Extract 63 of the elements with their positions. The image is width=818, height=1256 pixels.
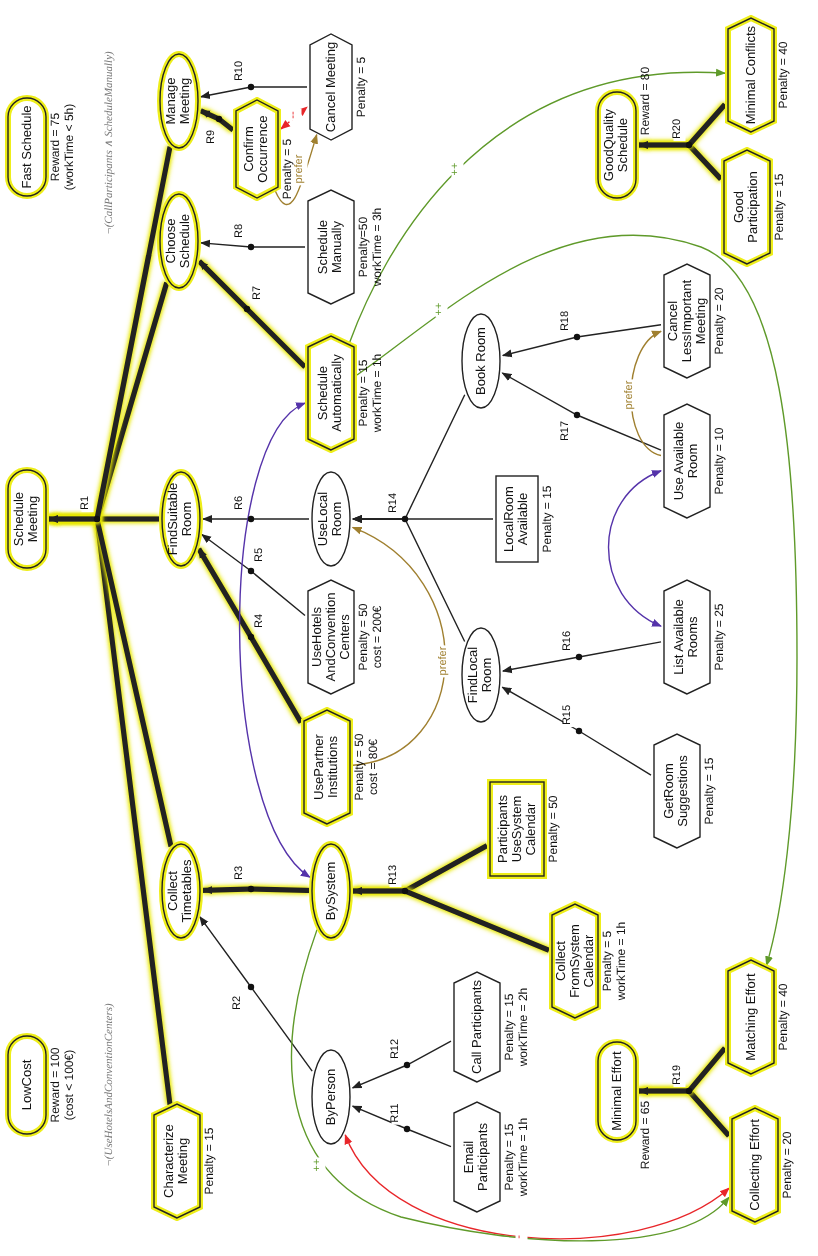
goal-ellipse bbox=[308, 468, 352, 568]
arrow bbox=[200, 532, 305, 616]
task-hexagon bbox=[306, 30, 354, 142]
softgoal-capsule bbox=[594, 1038, 638, 1142]
arrow bbox=[237, 401, 310, 877]
task-hexagon bbox=[304, 186, 356, 306]
arrow bbox=[355, 233, 797, 966]
task-hexagon bbox=[304, 576, 356, 696]
arrow bbox=[606, 469, 661, 626]
task-hexagon bbox=[450, 1098, 502, 1214]
arrow bbox=[47, 145, 172, 522]
arrow bbox=[347, 68, 725, 343]
arrow bbox=[350, 525, 445, 765]
arrow bbox=[637, 101, 726, 148]
softgoal-capsule bbox=[4, 94, 48, 198]
task-hexagon bbox=[720, 146, 772, 266]
task-hexagon bbox=[304, 332, 356, 452]
arrow bbox=[351, 393, 465, 522]
arrow bbox=[350, 1104, 451, 1147]
arrow bbox=[500, 640, 661, 673]
arrow bbox=[198, 915, 312, 1071]
task-hexagon bbox=[660, 576, 712, 696]
task-hexagon bbox=[650, 730, 702, 850]
task-hexagon bbox=[724, 14, 776, 134]
arrow bbox=[279, 105, 307, 129]
arrow bbox=[195, 546, 303, 723]
goal-ellipse bbox=[156, 190, 200, 290]
arrow bbox=[500, 371, 661, 450]
task-hexagon bbox=[728, 1104, 780, 1224]
goal-ellipse bbox=[308, 1046, 352, 1146]
arrow bbox=[500, 685, 651, 775]
arrow bbox=[290, 927, 729, 1241]
arrow bbox=[198, 85, 307, 98]
arrow bbox=[201, 885, 309, 894]
resource-rectangle bbox=[492, 472, 540, 564]
arrow bbox=[196, 258, 306, 368]
softgoal-capsule bbox=[4, 1032, 48, 1136]
task-hexagon bbox=[300, 706, 352, 826]
task-hexagon bbox=[150, 1100, 202, 1220]
goal-ellipse bbox=[458, 624, 502, 724]
arrow bbox=[500, 323, 661, 357]
softgoal-capsule bbox=[594, 88, 638, 200]
goal-ellipse bbox=[458, 310, 502, 410]
task-hexagon bbox=[660, 400, 712, 520]
task-hexagon bbox=[232, 96, 280, 200]
arrow bbox=[350, 1039, 451, 1088]
arrow bbox=[637, 1045, 726, 1094]
arrow bbox=[343, 1133, 729, 1239]
softgoal-capsule bbox=[4, 466, 48, 570]
task-hexagon bbox=[548, 900, 600, 1020]
goal-ellipse bbox=[158, 840, 202, 940]
task-hexagon bbox=[724, 956, 776, 1076]
arrow bbox=[201, 514, 309, 522]
resource-rectangle bbox=[486, 778, 546, 878]
arrow bbox=[198, 107, 234, 132]
task-hexagon bbox=[660, 260, 712, 380]
goal-ellipse bbox=[158, 468, 202, 568]
arrow bbox=[351, 886, 549, 952]
goal-ellipse bbox=[156, 50, 200, 150]
arrow bbox=[199, 238, 305, 247]
arrow bbox=[273, 132, 317, 205]
goal-ellipse bbox=[308, 840, 352, 940]
task-hexagon bbox=[450, 968, 502, 1084]
